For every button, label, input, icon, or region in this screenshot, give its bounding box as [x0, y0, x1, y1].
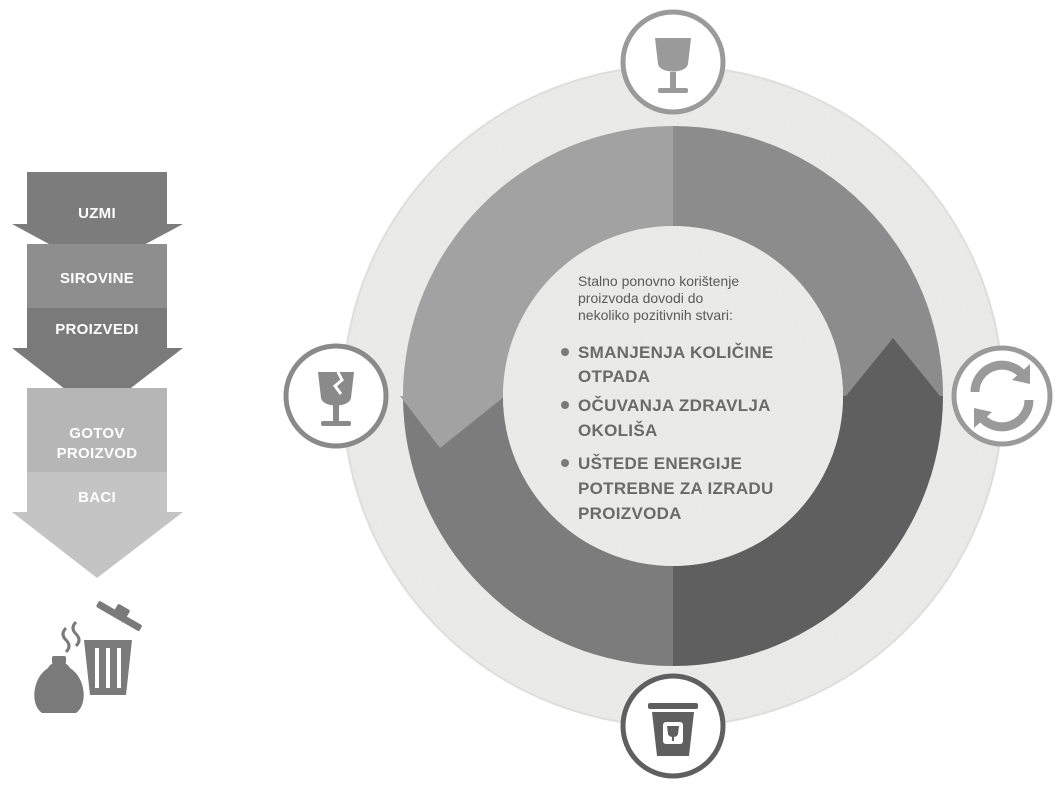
flow-arrow-produce	[12, 308, 183, 414]
benefit-1-line-1: SMANJENJA KOLIČINE	[578, 343, 774, 362]
benefit-3-line-3: PROIZVODA	[578, 504, 682, 523]
flow-band-raw-materials	[27, 244, 167, 308]
ring-segment-bottom-right	[673, 396, 943, 666]
flow-step-raw-materials: SIROVINE	[60, 270, 134, 287]
flow-step-take: UZMI	[78, 205, 116, 222]
intro-line-2: proizvoda dovodi do	[578, 290, 704, 306]
linear-flow: UZMI SIROVINE PROIZVEDI GOTOV PROIZVOD B…	[12, 172, 183, 713]
benefits-text: Stalno ponovno korištenje proizvoda dovo…	[561, 273, 774, 523]
intro-line-1: Stalno ponovno korištenje	[578, 273, 739, 289]
trash-bin-icon	[34, 601, 142, 713]
flow-step-finished-1: GOTOV	[69, 425, 124, 442]
flow-step-finished-2: PROIZVOD	[57, 445, 138, 462]
circular-economy: Stalno ponovno korištenje proizvoda dovo…	[283, 9, 1053, 779]
inner-disc	[503, 226, 843, 566]
flow-arrow-discard	[12, 472, 183, 578]
recycle-icon	[951, 345, 1053, 447]
bullet-dot	[561, 401, 569, 409]
benefit-3-line-1: UŠTEDE ENERGIJE	[578, 454, 742, 473]
benefit-1-line-2: OTPADA	[578, 367, 650, 386]
bullet-dot	[561, 348, 569, 356]
broken-glass-icon	[283, 343, 389, 449]
benefit-2-line-1: OČUVANJA ZDRAVLJA	[578, 396, 771, 415]
flow-step-discard: BACI	[78, 489, 116, 506]
benefit-2-line-2: OKOLIŠA	[578, 421, 658, 440]
flow-step-produce: PROIZVEDI	[55, 321, 139, 338]
ring-segment-bottom-left	[403, 396, 673, 666]
recycle-bin-icon	[620, 673, 726, 779]
bullet-dot	[561, 459, 569, 467]
ring-segment-top-left	[403, 126, 673, 396]
ring-segment-top-right	[673, 126, 943, 396]
ring-arrowhead-right-point	[846, 338, 940, 396]
ring-arrowhead-left-point	[400, 396, 505, 448]
wine-glass-icon	[620, 9, 726, 115]
flow-band-finished-product	[27, 388, 167, 472]
benefit-3-line-2: POTREBNE ZA IZRADU	[578, 479, 774, 498]
intro-line-3: nekoliko pozitivnih stvari:	[578, 307, 733, 323]
